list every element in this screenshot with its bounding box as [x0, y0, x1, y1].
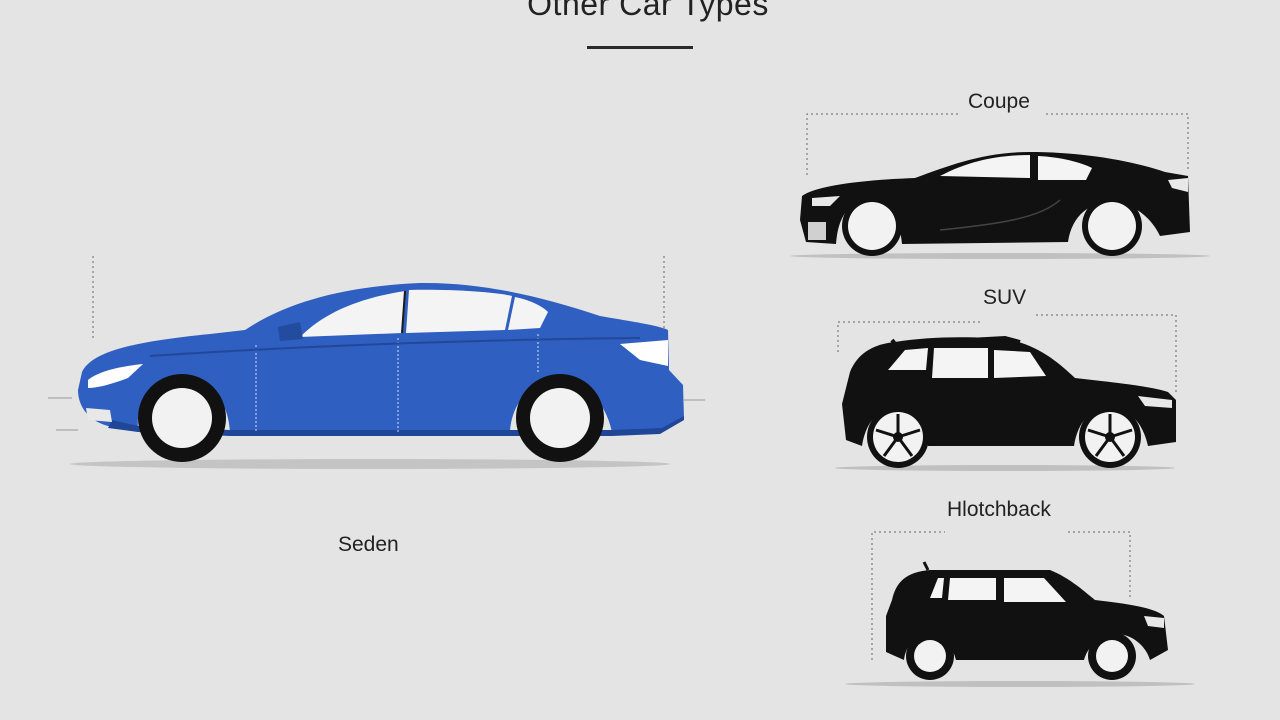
suv-shadow: [835, 465, 1175, 471]
coupe-shadow: [790, 253, 1210, 259]
coupe-window-rear: [1038, 156, 1092, 180]
hatchback-window-3: [1004, 578, 1066, 602]
suv-wheel-rear: [1079, 406, 1141, 468]
coupe-wheel-rear: [1082, 196, 1142, 256]
sedan-headlight: [88, 364, 143, 388]
sedan-window-rear: [406, 289, 512, 333]
sedan-window-quarter: [508, 297, 548, 330]
sedan-window-front: [300, 291, 405, 337]
hatchback-shadow: [845, 681, 1195, 687]
coupe-taillight: [1168, 178, 1188, 192]
suv-headlight: [1138, 396, 1172, 408]
hatchback-wheel-front: [906, 632, 954, 680]
hatchback-window-2: [948, 578, 996, 600]
sedan-shadow: [70, 459, 670, 469]
hatchback-wheel-rear: [1088, 632, 1136, 680]
suv-wheel-front: [867, 406, 929, 468]
suv-label: SUV: [983, 286, 1027, 309]
hatchback-headlight: [1144, 616, 1164, 628]
suv-illustration: [835, 314, 1177, 471]
suv-window-3: [994, 350, 1046, 378]
coupe-illustration: [790, 113, 1210, 259]
sedan-wheel-rear: [516, 374, 604, 462]
hatchback-illustration: [845, 531, 1195, 687]
coupe-window-front: [940, 155, 1030, 178]
sedan-label: Seden: [338, 533, 399, 556]
sedan-illustration: [48, 256, 705, 469]
coupe-foglight: [808, 222, 826, 240]
coupe-wheel-front: [842, 196, 902, 256]
sedan-taillight: [620, 340, 668, 366]
title-underline: [587, 46, 693, 49]
sedan-wheel-front: [138, 374, 226, 462]
coupe-headlight: [812, 196, 840, 206]
page-title: Other Car Types: [527, 0, 769, 22]
suv-window-2: [932, 348, 988, 378]
hatchback-window-1: [930, 578, 944, 598]
hatchback-label: Hlotchback: [947, 498, 1051, 521]
suv-window-1: [888, 348, 928, 370]
sedan-mirror: [278, 322, 303, 341]
coupe-label: Coupe: [968, 90, 1030, 113]
sedan-foglight: [86, 408, 112, 422]
